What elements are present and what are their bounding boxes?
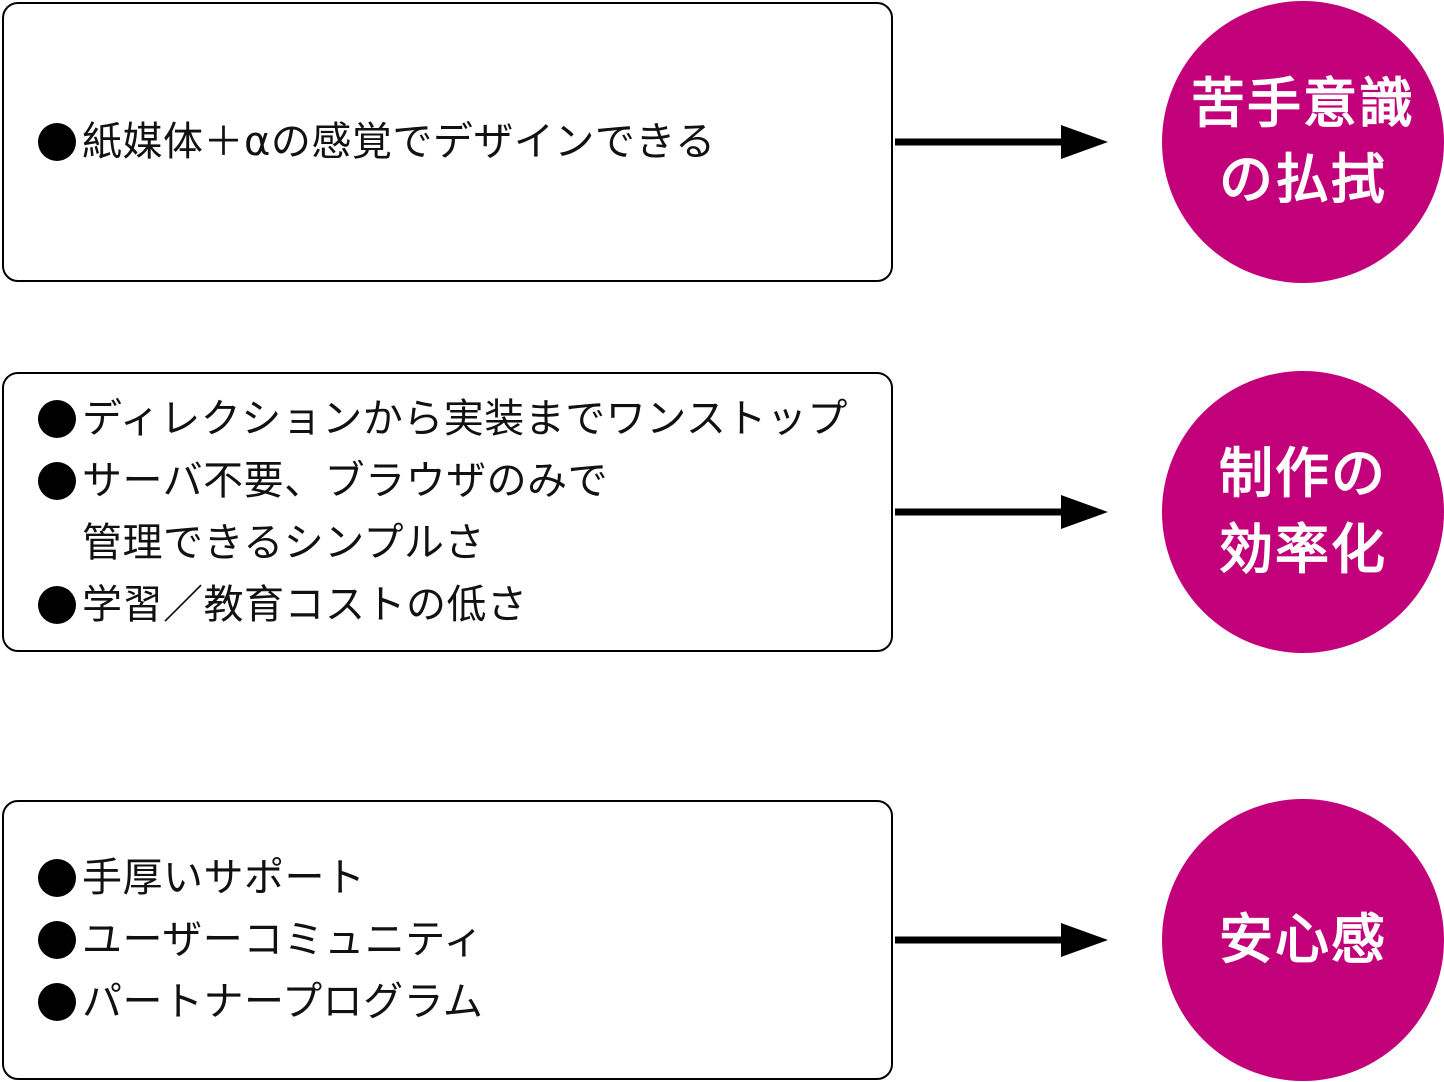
bullet-icon	[38, 983, 76, 1021]
feature-item-text: ディレクションから実装までワンストップ	[82, 396, 848, 442]
result-line: 苦手意識	[1191, 72, 1415, 135]
arrow-right-icon	[895, 125, 1108, 159]
bullet-icon	[38, 400, 76, 438]
feature-item: ユーザーコミュニティ	[38, 909, 891, 971]
feature-item: パートナープログラム	[38, 971, 891, 1033]
feature-item: サーバ不要、ブラウザのみで 管理できるシンプルさ	[38, 450, 891, 574]
feature-item-text: 管理できるシンプルさ	[82, 520, 485, 566]
arrow-right-icon	[895, 495, 1108, 529]
bullet-icon	[38, 586, 76, 624]
feature-item-text: 紙媒体＋αの感覚でデザインできる	[82, 119, 716, 165]
bullet-icon	[38, 462, 76, 500]
arrow-right-icon	[895, 923, 1108, 957]
feature-item: 学習／教育コストの低さ	[38, 574, 891, 636]
result-line: 安心感	[1219, 908, 1387, 971]
feature-box-1: 紙媒体＋αの感覚でデザインできる	[2, 2, 893, 282]
feature-item: 手厚いサポート	[38, 847, 891, 909]
feature-item-text: 手厚いサポート	[82, 855, 366, 901]
feature-item-text: ユーザーコミュニティ	[82, 917, 484, 963]
result-line: 制作の	[1219, 442, 1387, 505]
result-circle-3: 安心感	[1162, 799, 1444, 1081]
feature-box-3: 手厚いサポート ユーザーコミュニティ パートナープログラム	[2, 800, 893, 1080]
feature-item: 紙媒体＋αの感覚でデザインできる	[38, 111, 891, 173]
bullet-icon	[38, 859, 76, 897]
feature-item-text: サーバ不要、ブラウザのみで	[82, 458, 609, 504]
result-circle-1: 苦手意識 の払拭	[1162, 1, 1444, 283]
feature-box-2: ディレクションから実装までワンストップ サーバ不要、ブラウザのみで 管理できるシ…	[2, 372, 893, 652]
feature-item-text: パートナープログラム	[82, 979, 484, 1025]
feature-item-text: 学習／教育コストの低さ	[82, 582, 528, 628]
result-circle-2: 制作の 効率化	[1162, 371, 1444, 653]
result-line: の払拭	[1219, 148, 1387, 211]
feature-item: ディレクションから実装までワンストップ	[38, 388, 891, 450]
bullet-icon	[38, 921, 76, 959]
result-line: 効率化	[1219, 518, 1387, 581]
bullet-icon	[38, 123, 76, 161]
